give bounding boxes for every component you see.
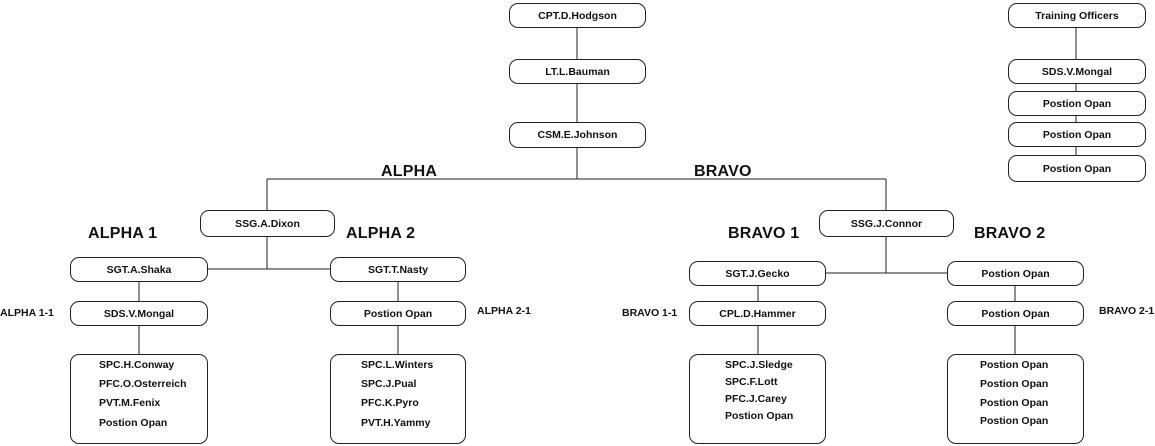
node-training-header: Training Officers xyxy=(1008,3,1146,28)
node-bravo-leader: SSG.J.Connor xyxy=(819,210,954,237)
alpha-title: ALPHA xyxy=(381,163,438,180)
member-name: SPC.F.Lott xyxy=(725,376,778,388)
bravo-title: BRAVO xyxy=(694,163,752,180)
node-training-1: SDS.V.Mongal xyxy=(1008,59,1146,84)
member-name: SPC.J.Sledge xyxy=(725,359,793,371)
member-name: PFC.K.Pyro xyxy=(361,397,419,409)
node-training-3: Postion Opan xyxy=(1008,122,1146,147)
node-label: SGT.T.Nasty xyxy=(367,263,429,276)
bravo-2-1-label: BRAVO 2-1 xyxy=(1099,305,1155,317)
node-label: Postion Opan xyxy=(363,307,433,320)
member-name: Postion Opan xyxy=(980,378,1049,390)
member-name: PFC.O.Osterreich xyxy=(99,378,187,390)
node-label: SSG.J.Connor xyxy=(850,217,923,230)
member-name: Postion Opan xyxy=(980,415,1049,427)
node-label: LT.L.Bauman xyxy=(545,65,610,78)
node-alpha-2-leader: SGT.T.Nasty xyxy=(330,257,466,282)
node-label: Training Officers xyxy=(1035,9,1119,22)
member-name: PVT.H.Yammy xyxy=(361,417,431,429)
node-label: SDS.V.Mongal xyxy=(103,307,175,320)
node-training-4: Postion Opan xyxy=(1008,155,1146,182)
node-label: SGT.J.Gecko xyxy=(725,267,790,280)
member-name: SPC.J.Pual xyxy=(361,378,417,390)
bravo-2-title: BRAVO 2 xyxy=(974,225,1046,242)
node-label: Postion Opan xyxy=(1042,97,1112,110)
node-bravo-1-leader: SGT.J.Gecko xyxy=(689,261,826,286)
node-lt: LT.L.Bauman xyxy=(509,59,646,84)
node-label: Postion Opan xyxy=(1042,128,1112,141)
member-name: Postion Opan xyxy=(980,359,1049,371)
node-alpha-1-1-leader: SDS.V.Mongal xyxy=(70,301,208,326)
alpha-1-1-label: ALPHA 1-1 xyxy=(0,307,54,319)
node-label: Postion Opan xyxy=(981,267,1050,280)
node-label: Postion Opan xyxy=(981,307,1050,320)
node-label: CSM.E.Johnson xyxy=(537,129,618,141)
bravo-2-members: Postion Opan Postion Opan Postion Opan P… xyxy=(947,354,1084,444)
node-csm: CSM.E.Johnson xyxy=(509,122,646,148)
member-name: Postion Opan xyxy=(99,417,168,429)
alpha-2-1-label: ALPHA 2-1 xyxy=(477,305,531,317)
node-bravo-1-1-leader: CPL.D.Hammer xyxy=(689,301,826,326)
alpha-2-members: SPC.L.Winters SPC.J.Pual PFC.K.Pyro PVT.… xyxy=(330,354,466,444)
node-alpha-2-1-leader: Postion Opan xyxy=(330,301,466,326)
node-label: SDS.V.Mongal xyxy=(1041,65,1113,78)
node-cpt: CPT.D.Hodgson xyxy=(509,3,646,28)
alpha-1-members: SPC.H.Conway PFC.O.Osterreich PVT.M.Feni… xyxy=(70,354,208,444)
node-bravo-2-1-leader: Postion Opan xyxy=(947,301,1084,326)
member-name: PVT.M.Fenix xyxy=(99,397,161,409)
node-training-2: Postion Opan xyxy=(1008,91,1146,116)
bravo-1-title: BRAVO 1 xyxy=(728,225,800,242)
bravo-1-1-label: BRAVO 1-1 xyxy=(622,307,678,319)
member-name: PFC.J.Carey xyxy=(725,393,787,405)
alpha-2-title: ALPHA 2 xyxy=(346,225,416,242)
node-alpha-1-leader: SGT.A.Shaka xyxy=(70,257,208,282)
node-label: CPT.D.Hodgson xyxy=(538,9,617,22)
node-alpha-leader: SSG.A.Dixon xyxy=(200,210,335,237)
node-label: Postion Opan xyxy=(1042,162,1112,175)
alpha-1-title: ALPHA 1 xyxy=(88,225,158,242)
member-name: SPC.L.Winters xyxy=(361,359,434,371)
bravo-1-members: SPC.J.Sledge SPC.F.Lott PFC.J.Carey Post… xyxy=(689,354,826,444)
node-label: SGT.A.Shaka xyxy=(106,263,172,276)
node-bravo-2-leader: Postion Opan xyxy=(947,261,1084,286)
node-label: SSG.A.Dixon xyxy=(235,217,300,230)
member-name: Postion Opan xyxy=(725,410,794,422)
member-name: SPC.H.Conway xyxy=(99,359,175,371)
member-name: Postion Opan xyxy=(980,397,1049,409)
node-label: CPL.D.Hammer xyxy=(719,307,796,320)
